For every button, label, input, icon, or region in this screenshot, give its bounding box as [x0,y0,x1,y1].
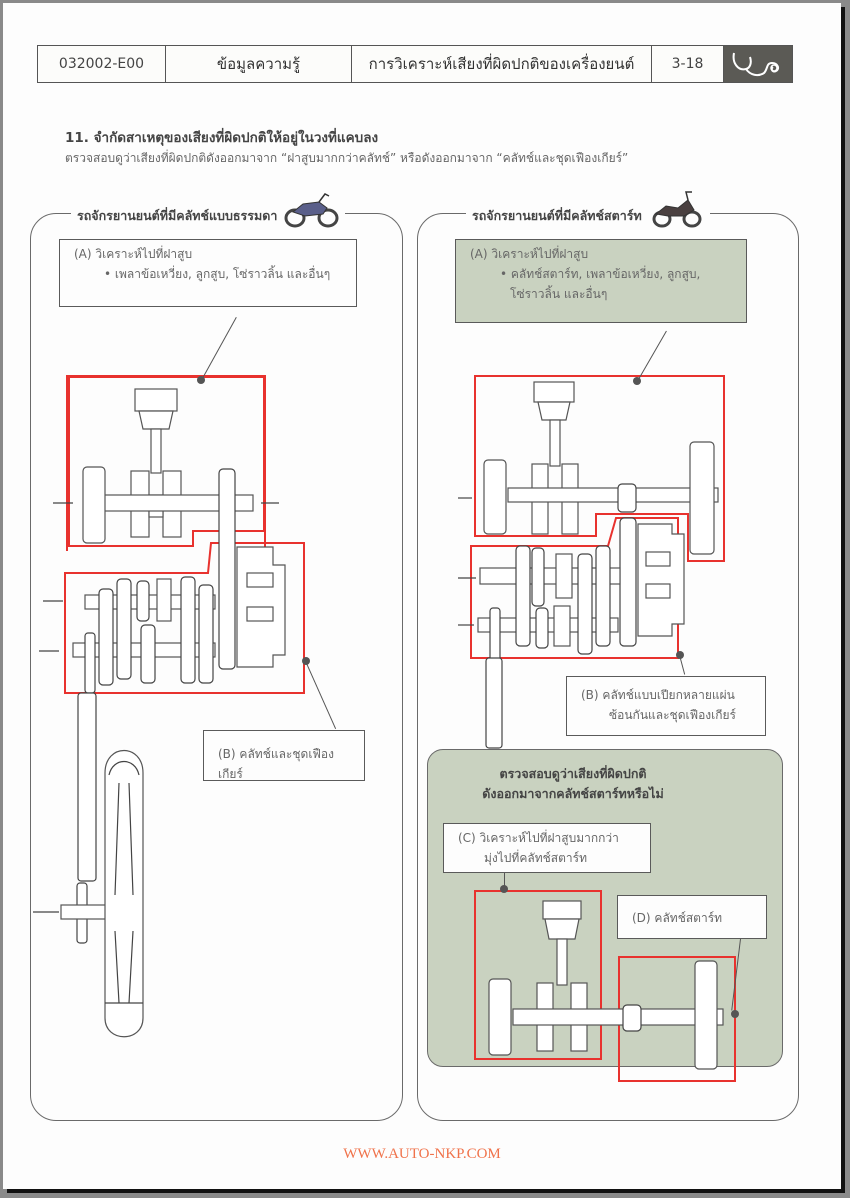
footer-url: WWW.AUTO-NKP.COM [343,1146,501,1162]
stethoscope-icon [724,46,792,82]
right-note-a-label: (A) วิเคราะห์ไปที่ฝาสูบ [470,247,589,261]
motorcycle-icon [284,193,339,228]
page-header: 032002-E00 ข้อมูลความรู้ การวิเคราะห์เสี… [37,45,793,83]
section-description: ตรวจสอบดูว่าเสียงที่ผิดปกติดังออกมาจาก “… [65,151,629,165]
right-note-b: (B) คลัทช์แบบเปียกหลายแผ่น ซ้อนกันและชุด… [566,676,766,736]
left-panel-title: รถจักรยานยนต์ที่มีคลัทช์แบบธรรมดา [71,193,346,228]
right-note-b-line2: ซ้อนกันและชุดเฟืองเกียร์ [609,708,737,722]
note-d: (D) คลัทช์สตาร์ท [617,895,767,939]
right-note-b-line1: (B) คลัทช์แบบเปียกหลายแผ่น [581,688,735,702]
right-panel-title: รถจักรยานยนต์ที่มีคลัทช์สตาร์ท [466,191,710,228]
note-c-line1: (C) วิเคราะห์ไปที่ฝาสูบมากกว่า [458,831,619,845]
note-d-label: (D) คลัทช์สตาร์ท [632,911,723,925]
callout-c-leader [504,873,505,887]
document-page: 032002-E00 ข้อมูลความรู้ การวิเคราะห์เสี… [3,3,841,1189]
page-number: 3-18 [652,46,724,82]
section-title: 11. จำกัดสาเหตุของเสียงที่ผิดปกติให้อยู่… [65,130,379,146]
right-note-a-bullet: • คลัทช์สตาร์ท, เพลาข้อเหวี่ยง, ลูกสูบ, [500,267,701,281]
left-note-a-bullet: • เพลาข้อเหวี่ยง, ลูกสูบ, โซ่ราวลิ้น และ… [104,267,331,281]
left-note-a: (A) วิเคราะห์ไปที่ฝาสูบ • เพลาข้อเหวี่ยง… [59,239,357,307]
left-panel-title-text: รถจักรยานยนต์ที่มีคลัทช์แบบธรรมดา [77,208,278,223]
left-note-a-label: (A) วิเคราะห์ไปที่ฝาสูบ [74,247,193,261]
right-note-a-bullet-cont: โซ่ราวลิ้น และอื่นๆ [510,287,608,301]
chapter-title: การวิเคราะห์เสียงที่ผิดปกติของเครื่องยนต… [352,46,652,82]
note-c-line2: มุ่งไปที่คลัทช์สตาร์ท [484,851,587,865]
right-engine-drawing [458,375,725,749]
callout-c-dot [500,885,508,893]
note-c: (C) วิเคราะห์ไปที่ฝาสูบมากกว่า มุ่งไปที่… [443,823,651,873]
check-box-title: ตรวจสอบดูว่าเสียงที่ผิดปกติ ดังออกมาจากค… [428,764,718,804]
check-box-title-line2: ดังออกมาจากคลัทช์สตาร์ทหรือไม่ [482,786,664,801]
starter-clutch-drawing [474,890,736,1082]
scooter-icon [652,191,702,228]
right-note-a: (A) วิเคราะห์ไปที่ฝาสูบ • คลัทช์สตาร์ท, … [455,239,747,323]
left-note-b-label: (B) คลัทช์และชุดเฟืองเกียร์ [218,747,334,781]
callout-d-dot [731,1010,739,1018]
category-label: ข้อมูลความรู้ [166,46,352,82]
right-panel-title-text: รถจักรยานยนต์ที่มีคลัทช์สตาร์ท [472,208,642,223]
doc-code: 032002-E00 [38,46,166,82]
left-engine-drawing [33,376,305,1038]
left-note-b: (B) คลัทช์และชุดเฟืองเกียร์ [203,730,365,781]
check-box-title-line1: ตรวจสอบดูว่าเสียงที่ผิดปกติ [499,766,647,781]
